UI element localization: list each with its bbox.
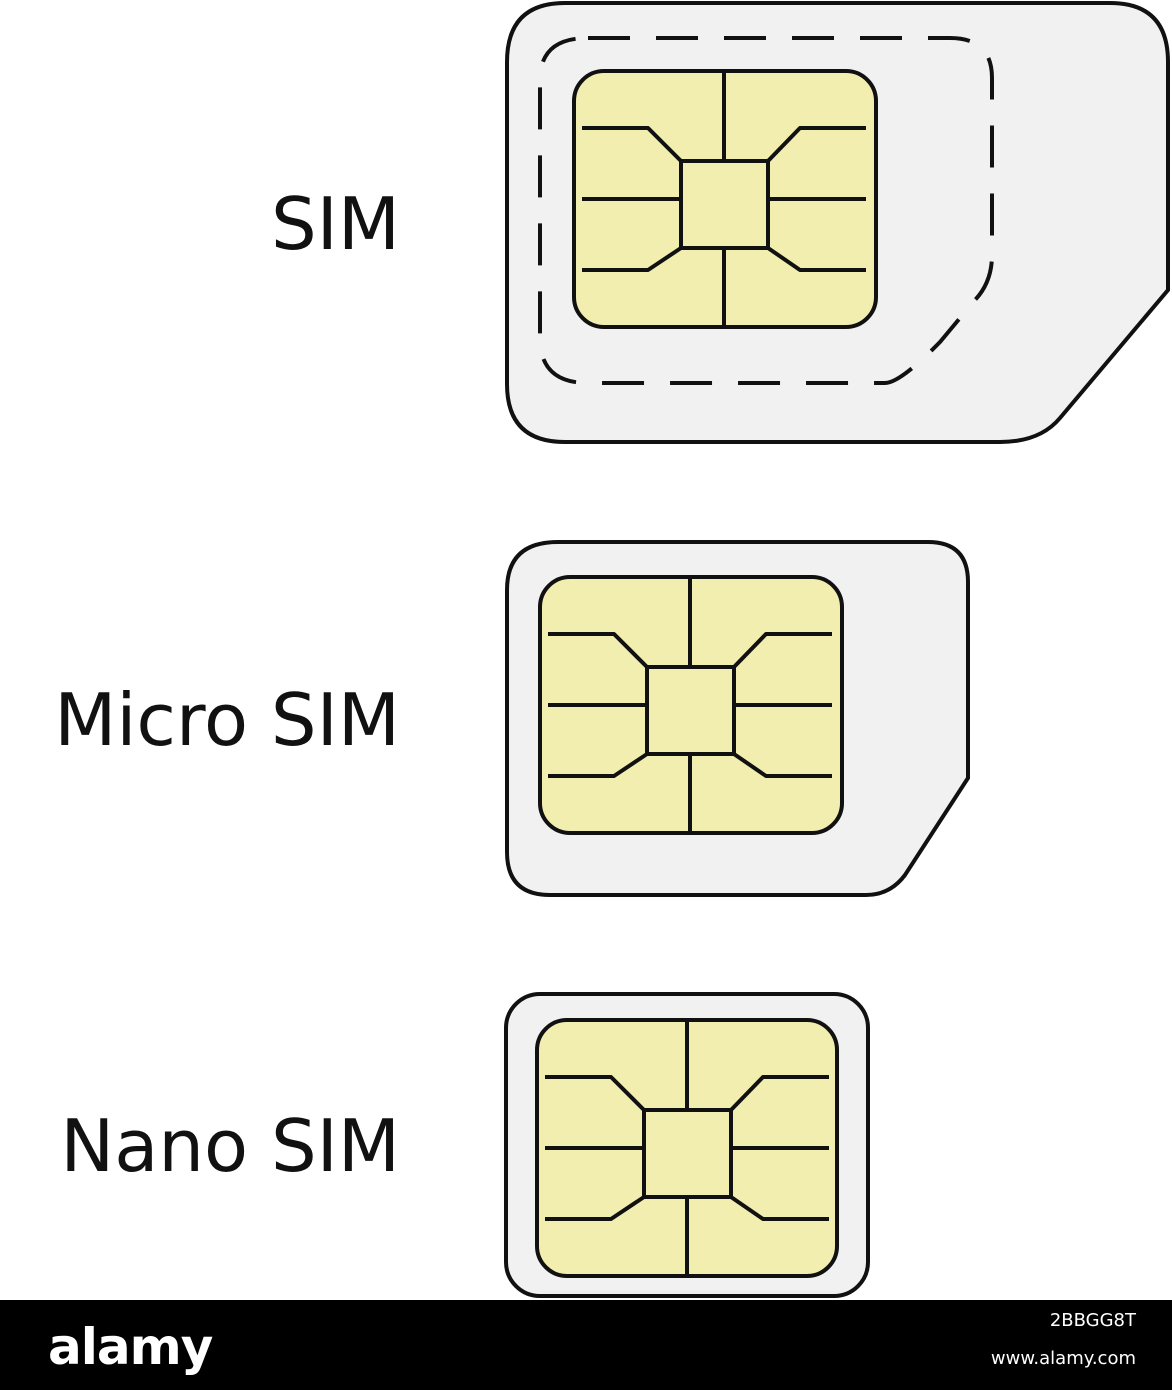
nano-sim-card [504, 992, 870, 1298]
site-url: www.alamy.com [990, 1348, 1136, 1369]
sim-cards-graphic [504, 1, 1170, 1298]
micro-sim-chip [538, 575, 844, 835]
micro-sim-card [505, 540, 970, 897]
nano-sim-chip [535, 1018, 839, 1278]
micro-sim-label: Micro SIM [54, 678, 400, 762]
sim-size-diagram: SIM Micro SIM Nano SIM [54, 1, 1170, 1298]
brand-logo: alamy [48, 1318, 213, 1376]
image-id: 2BBGG8T [1049, 1310, 1136, 1331]
watermark-footer: alamy 2BBGG8T www.alamy.com [0, 1300, 1172, 1390]
nano-sim-label: Nano SIM [60, 1104, 400, 1188]
sim-label: SIM [270, 182, 400, 266]
sim-chip [572, 69, 878, 329]
sim-punch-out-guide [538, 36, 994, 385]
sim-card [505, 1, 1170, 444]
